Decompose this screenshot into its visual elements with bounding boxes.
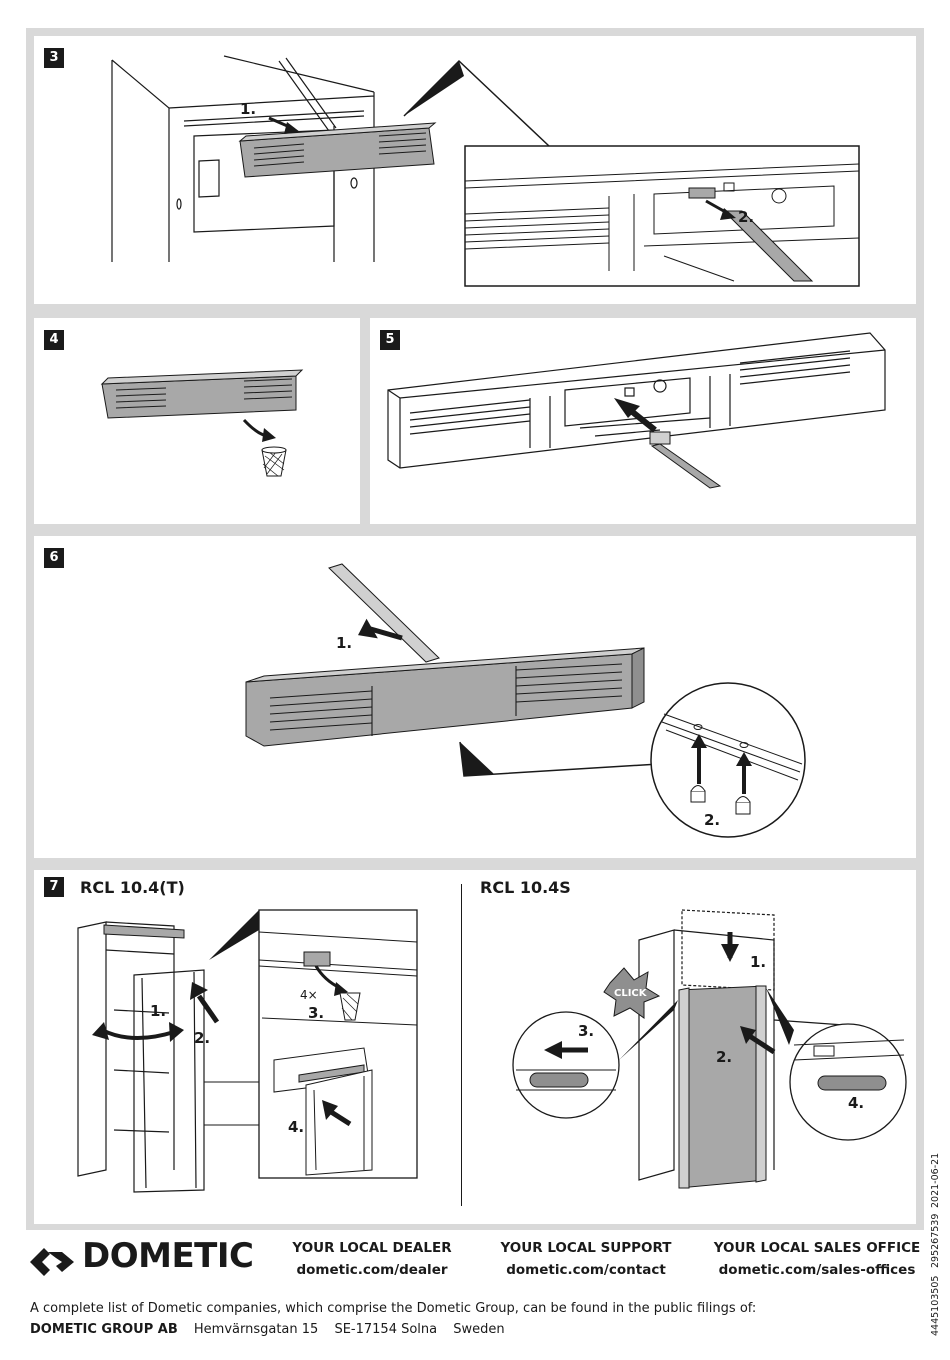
part-code: 4445103505 [930, 1275, 941, 1336]
step-5-number: 5 [380, 330, 400, 350]
step-7-left-label-1: 1. [150, 1002, 166, 1020]
step-7-right-label-4: 4. [848, 1094, 864, 1112]
step-7-left-label-3: 3. [308, 1004, 324, 1022]
step-7-number: 7 [44, 877, 64, 897]
rcl-104s-title: RCL 10.4S [480, 878, 571, 897]
dealer-link[interactable]: dometic.com/dealer [296, 1262, 448, 1278]
company-name: DOMETIC GROUP AB [30, 1322, 178, 1337]
dometic-logo-icon [30, 1248, 74, 1276]
rcl-104t-title: RCL 10.4(T) [80, 878, 185, 897]
step-7-left-label-2: 2. [194, 1029, 210, 1047]
step-7-left-label-4x: 4× [300, 988, 318, 1002]
step-7-right-label-2: 2. [716, 1048, 732, 1066]
step-7-right-illustration: 1. CLICK 2. 3. 4. [512, 909, 907, 1189]
step-3-illustration: 1. 2. [111, 55, 860, 287]
sales-link[interactable]: dometic.com/sales-offices [718, 1262, 916, 1278]
company-address: DOMETIC GROUP AB Hemvärnsgatan 15 SE-171… [30, 1322, 505, 1337]
click-badge: CLICK [614, 988, 648, 999]
sales-heading: YOUR LOCAL SALES OFFICE [713, 1240, 921, 1256]
step-3-label-2: 2. [738, 208, 754, 226]
dealer-heading: YOUR LOCAL DEALER [292, 1240, 452, 1256]
address-city: SE-17154 Solna [334, 1322, 438, 1337]
dometic-brand: DOMETIC [82, 1236, 254, 1276]
ref-code: 295267539 [930, 1213, 941, 1268]
date-code: 2021-06-21 [930, 1152, 941, 1208]
step-3-label-1: 1. [240, 100, 256, 118]
step-4-content [34, 318, 360, 524]
step-7-divider [461, 884, 462, 1206]
support-heading: YOUR LOCAL SUPPORT [500, 1240, 672, 1256]
step-3-number: 3 [44, 48, 64, 68]
step-4-number: 4 [44, 330, 64, 350]
step-5-illustration [387, 332, 886, 489]
support-link[interactable]: dometic.com/contact [506, 1262, 666, 1278]
step-6-illustration: 1. 2. [245, 563, 806, 838]
step-7-left-illustration: 1. 2. 4× 3. 4. [77, 909, 418, 1193]
address-street: Hemvärnsgatan 15 [193, 1322, 319, 1337]
step-4-illustration [100, 369, 304, 477]
address-country: Sweden [453, 1322, 505, 1337]
document-codes: 2021-06-21 295267539 4445103505 [928, 1140, 948, 1350]
legal-statement: A complete list of Dometic companies, wh… [30, 1301, 757, 1316]
step-7-right-label-1: 1. [750, 953, 766, 971]
step-7-left-label-4: 4. [288, 1118, 304, 1136]
step-7-right-label-3: 3. [578, 1022, 594, 1040]
step-6-number: 6 [44, 548, 64, 568]
step-6-label-2: 2. [704, 811, 720, 829]
step-6-label-1: 1. [336, 634, 352, 652]
